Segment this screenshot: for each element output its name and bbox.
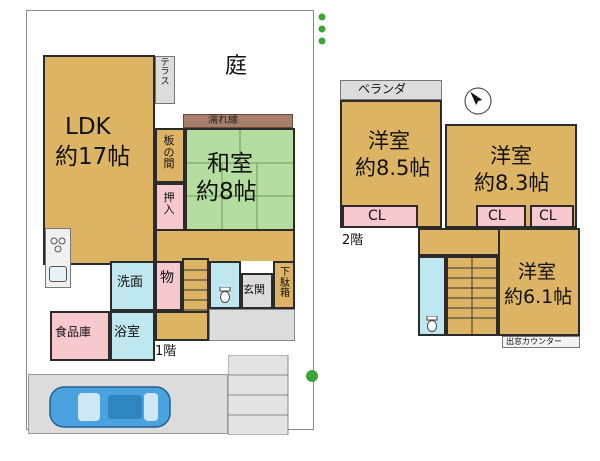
stairs-2f	[446, 256, 498, 336]
north-arrow-icon	[463, 86, 493, 116]
terrace-label: テラス	[160, 58, 170, 87]
senmen-label: 洗面	[117, 275, 144, 290]
closet-2	[476, 205, 526, 228]
closet-1-label: CL	[368, 208, 386, 224]
itanoma-label: 板の間	[163, 134, 175, 171]
veranda-label: ベランダ	[358, 82, 407, 96]
genkan-label: 玄関	[243, 283, 265, 296]
toilet-icon	[426, 315, 438, 332]
ldk-size: 約17帖	[55, 144, 131, 170]
washitsu-name: 和室	[207, 151, 253, 177]
room2-name: 洋室	[490, 144, 532, 168]
stairs-landing-1f	[155, 311, 209, 341]
approach-steps	[227, 354, 318, 436]
yoshitsu-room-3	[498, 228, 580, 336]
mono-storage	[155, 261, 182, 311]
oshiire-closet	[155, 183, 185, 231]
room2-size: 約8.3帖	[474, 171, 550, 195]
sink-icon	[49, 266, 67, 282]
room3-size: 約6.1帖	[504, 286, 573, 308]
floor1-plan: 庭 LDK 約17帖 テラス 濡れ縁 板の間 押入 和室 約8帖 物 玄関	[26, 10, 328, 436]
washitsu-size: 約8帖	[196, 179, 257, 205]
getabako-label: 下駄箱	[280, 267, 290, 299]
hallway-2f	[418, 228, 510, 256]
car-icon	[48, 385, 172, 429]
nureen-label: 濡れ縁	[208, 115, 238, 126]
yokushitsu-label: 浴室	[114, 325, 141, 340]
room1-size: 約8.5帖	[355, 156, 431, 180]
closet-3-label: CL	[539, 208, 557, 224]
genkan-entrance	[241, 273, 273, 309]
yokushitsu-bath	[110, 311, 155, 361]
stove-icon	[49, 236, 67, 254]
floor1-label: 1階	[155, 344, 177, 359]
closet-3	[530, 205, 574, 228]
garden-label: 庭	[225, 54, 248, 79]
oshiire-label: 押入	[163, 191, 175, 216]
room3-name: 洋室	[518, 261, 557, 283]
ldk-name: LDK	[65, 114, 111, 140]
bay-counter	[502, 336, 580, 348]
nureen-deck	[183, 114, 293, 128]
floor2-label: 2階	[342, 233, 364, 248]
entrance-porch	[209, 309, 295, 341]
counter-label: 出窓カウンター	[506, 337, 562, 346]
itanoma-room	[155, 128, 185, 183]
veranda	[340, 80, 442, 100]
tree-icon	[305, 368, 319, 382]
room1-name: 洋室	[368, 129, 410, 153]
closet-1	[342, 205, 418, 228]
terrace	[155, 56, 175, 104]
toilet-2f	[418, 256, 446, 336]
toilet-icon	[219, 286, 231, 303]
senmen-washroom	[110, 261, 155, 311]
getabako	[273, 261, 295, 309]
tree-icon	[316, 12, 328, 50]
tatami-lines	[187, 130, 293, 229]
shokuhinko-label: 食品庫	[55, 325, 92, 339]
mono-label: 物	[160, 270, 174, 286]
floor2-plan: ベランダ 洋室 約8.5帖 CL 洋室 約8.3帖 CL CL 2階 洋室 約6…	[330, 0, 600, 461]
hallway	[155, 231, 295, 261]
closet-2-label: CL	[488, 208, 506, 224]
shokuhinko-pantry	[50, 311, 110, 361]
